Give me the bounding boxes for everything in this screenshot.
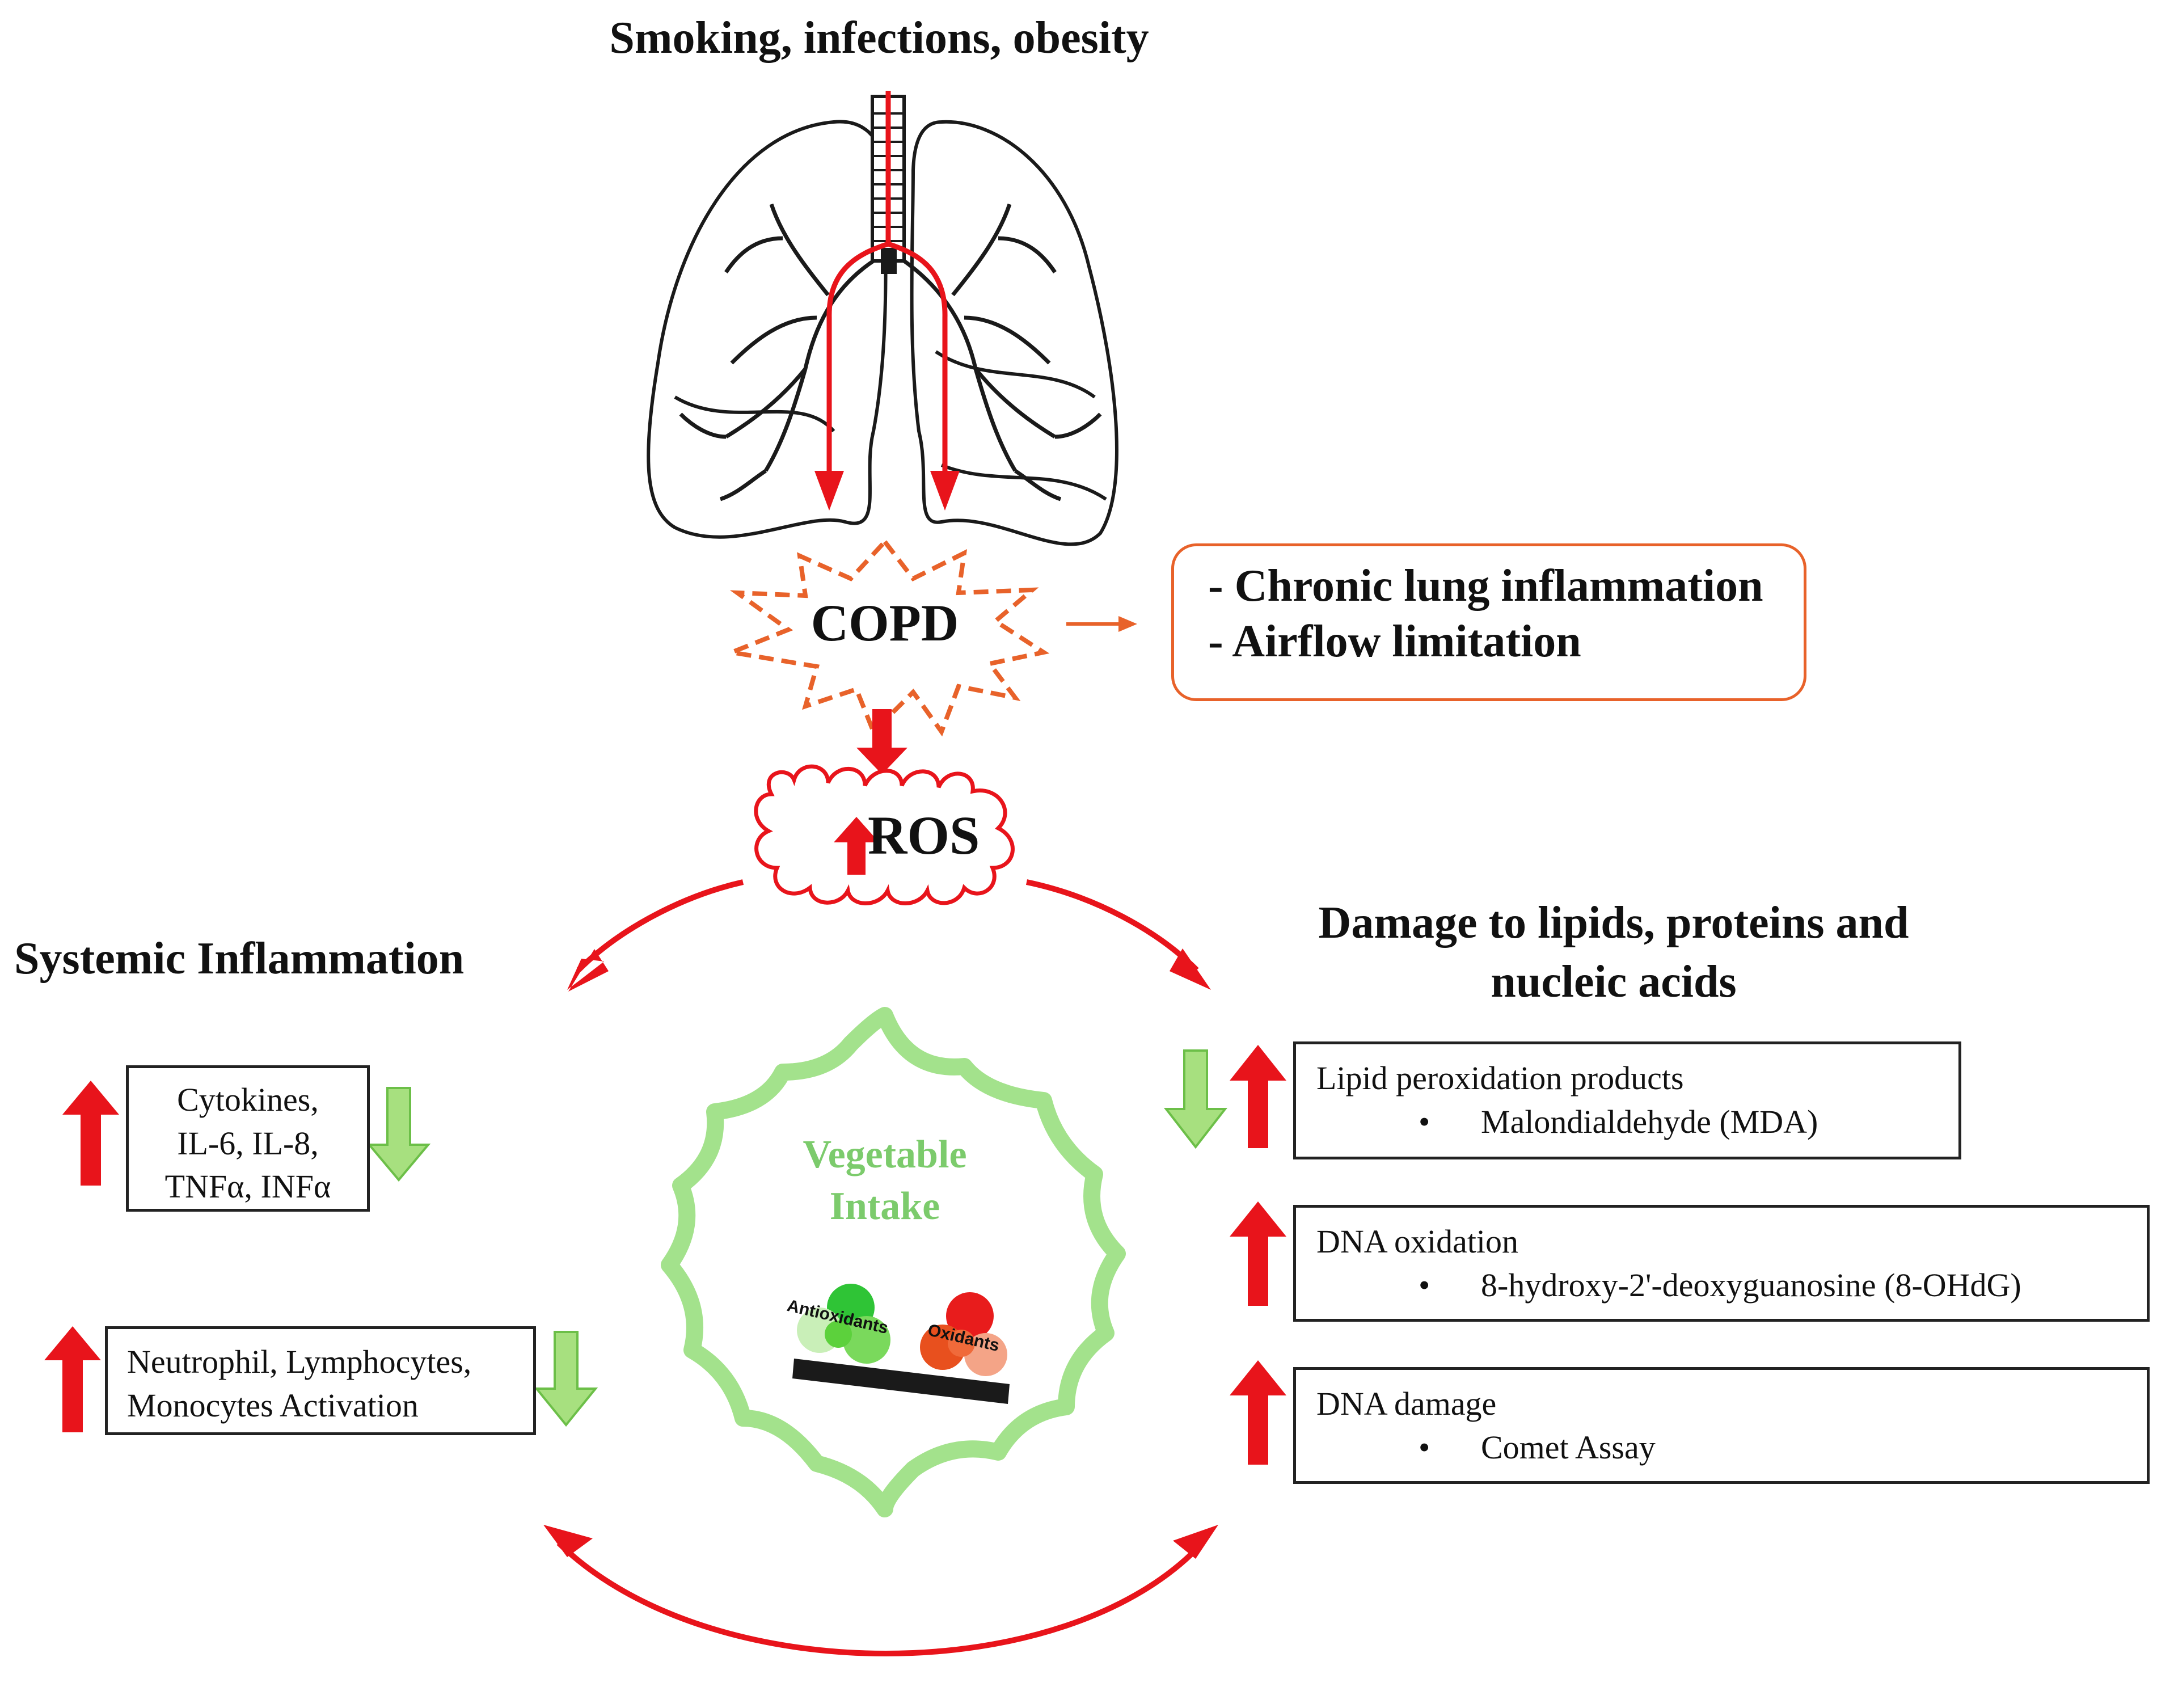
- copd-label: COPD: [810, 594, 959, 652]
- lipid-peroxidation-box: Lipid peroxidation products • Malondialde…: [1293, 1041, 1961, 1159]
- cytokines-up-arrow: [62, 1081, 119, 1186]
- dna-ox-bullet-item: • 8-hydroxy-2'-deoxyguanosine (8-OHdG): [1316, 1264, 2147, 1308]
- ros-to-right-arrow: [1025, 879, 1199, 972]
- dna-damage-up-arrow: [1230, 1360, 1286, 1465]
- oxidant-circle-3: [964, 1333, 1007, 1376]
- cytokines-line2: IL-6, IL-8,: [177, 1124, 319, 1162]
- vegetable-starburst: [661, 1007, 1126, 1517]
- lungs-illustration: [647, 95, 1118, 546]
- vegetable-intake-label: Vegetable Intake: [766, 1129, 1004, 1232]
- cells-line2: Monocytes Activation: [127, 1386, 419, 1424]
- cytokines-line3: TNFα, INFα: [164, 1168, 331, 1205]
- dna-ox-bullet: 8-hydroxy-2'-deoxyguanosine (8-OHdG): [1481, 1266, 2021, 1304]
- left-heading: Systemic Inflammation: [14, 934, 465, 984]
- left-lung: [647, 120, 888, 539]
- left-lung-arrowhead: [814, 471, 844, 511]
- right-heading-line2: nucleic acids: [1491, 957, 1737, 1007]
- cytokines-down-arrow: [366, 1087, 431, 1182]
- ros-label: ROS: [868, 805, 980, 866]
- bullet-dot: •: [1419, 1103, 1430, 1140]
- lipid-up-arrow: [1230, 1045, 1286, 1148]
- ros-up-arrow: [834, 817, 879, 875]
- vegetable-line1: Vegetable: [803, 1133, 967, 1176]
- antioxidant-balance: [792, 1284, 1010, 1404]
- cells-up-arrow: [44, 1326, 101, 1432]
- cytokines-box: Cytokines, IL-6, IL-8, TNFα, INFα: [126, 1065, 370, 1212]
- right-lung: [910, 120, 1118, 546]
- oxidant-circle-1: [946, 1292, 994, 1340]
- lipid-bullet: Malondialdehyde (MDA): [1481, 1103, 1818, 1140]
- bullet-dot: •: [1419, 1428, 1430, 1466]
- right-lung-arrowhead: [930, 471, 960, 511]
- cells-down-arrow: [534, 1331, 598, 1427]
- dna-ox-title: DNA oxidation: [1316, 1223, 1519, 1260]
- lipid-bullet-item: • Malondialdehyde (MDA): [1316, 1100, 1958, 1144]
- cells-line1: Neutrophil, Lymphocytes,: [127, 1343, 472, 1380]
- copd-effect-1: - Chronic lung inflammation: [1208, 561, 1763, 611]
- vegetable-line2: Intake: [829, 1184, 940, 1228]
- dna-damage-bullet-item: • Comet Assay: [1316, 1426, 2147, 1470]
- balance-bar: [792, 1359, 1010, 1404]
- bullet-dot: •: [1419, 1266, 1430, 1304]
- dna-damage-box: DNA damage • Comet Assay: [1293, 1367, 2150, 1484]
- copd-effects-box: - Chronic lung inflammation - Airflow li…: [1171, 543, 1806, 701]
- antioxidant-circle-3: [843, 1316, 890, 1364]
- lipid-down-arrow: [1163, 1049, 1228, 1149]
- dna-ox-up-arrow: [1230, 1201, 1286, 1306]
- oxidant-circle-4: [948, 1330, 975, 1357]
- dna-damage-title: DNA damage: [1316, 1385, 1497, 1422]
- top-title: Smoking, infections, obesity: [609, 13, 1149, 63]
- ros-cloud: [754, 764, 1015, 905]
- dna-oxidation-box: DNA oxidation • 8-hydroxy-2'-deoxyguanosi…: [1293, 1205, 2150, 1322]
- copd-effect-2: - Airflow limitation: [1208, 616, 1581, 667]
- cytokines-line1: Cytokines,: [177, 1081, 319, 1118]
- bottom-double-arrow: [556, 1541, 1205, 1656]
- dna-damage-bullet: Comet Assay: [1481, 1428, 1656, 1466]
- antioxidant-circle-4: [825, 1321, 852, 1348]
- right-heading-line1: Damage to lipids, proteins and: [1318, 898, 1909, 948]
- right-heading: Damage to lipids, proteins and nucleic a…: [1236, 893, 1991, 1011]
- copd-starburst: [723, 538, 1050, 737]
- ros-to-left-arrow: [576, 879, 744, 972]
- copd-to-ros-arrow: [856, 709, 907, 774]
- lung-red-arrows: [826, 91, 948, 474]
- lipid-title: Lipid peroxidation products: [1316, 1060, 1684, 1097]
- cells-activation-box: Neutrophil, Lymphocytes, Monocytes Activ…: [105, 1326, 536, 1435]
